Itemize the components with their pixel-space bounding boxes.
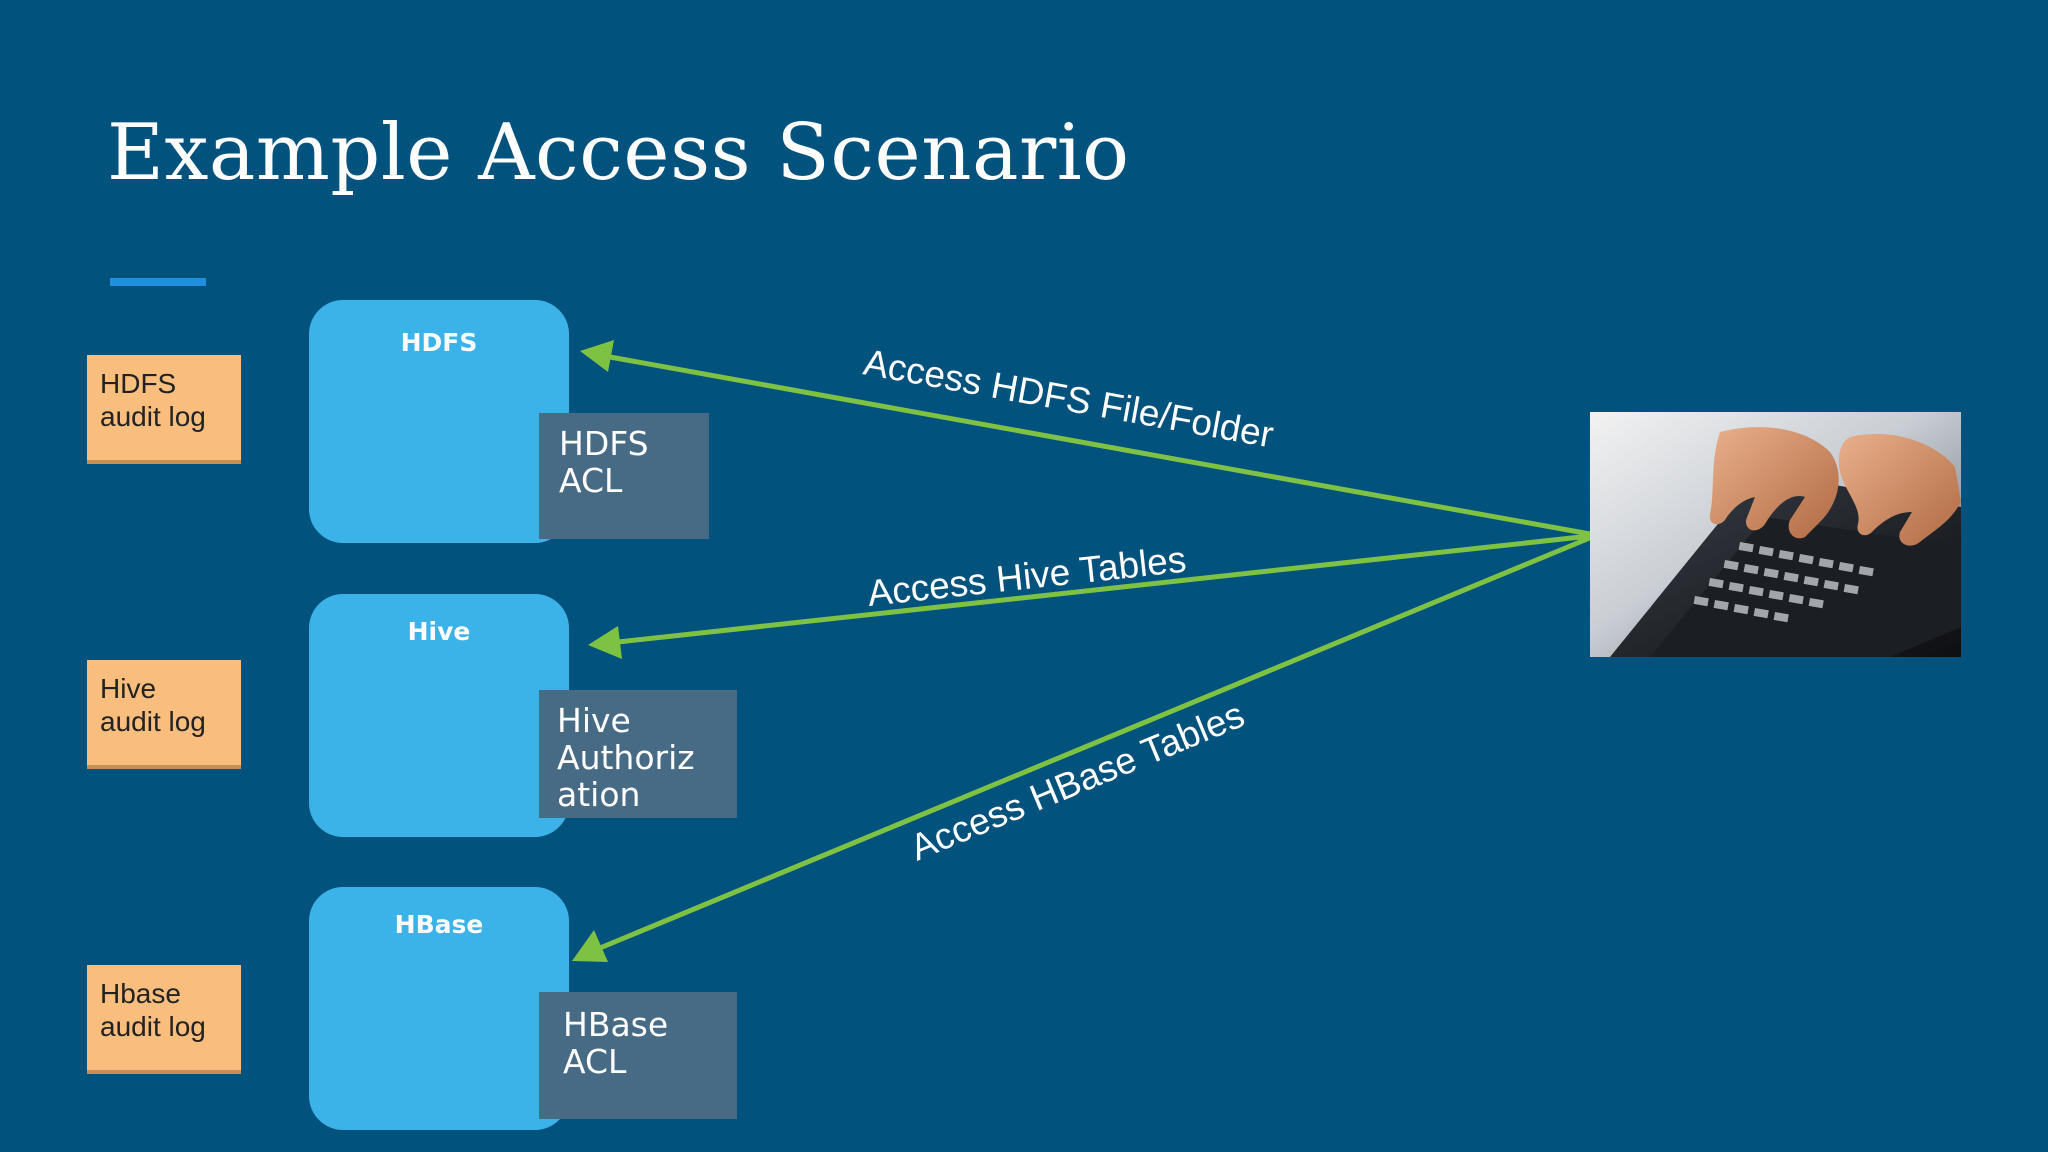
title-accent-bar [110,278,206,286]
arrow-label-hbase: Access HBase Tables [904,694,1250,869]
acl-box-hive: Hive Authoriz ation [539,690,737,818]
arrow-head-hdfs [580,340,614,372]
audit-log-hdfs: HDFS audit log [87,355,241,464]
arrow-head-hive [588,626,622,659]
service-box-hive [309,594,569,837]
service-label-hbase: HBase [394,910,484,939]
service-label-hdfs: HDFS [400,328,478,357]
arrow-head-hbase [572,930,608,962]
arrow-label-hive: Access Hive Tables [865,539,1188,614]
slide-title: Example Access Scenario [107,108,1130,198]
service-box-hbase [309,887,569,1130]
arrow-line-hbase [599,534,1593,951]
arrow-line-hive [617,533,1591,645]
acl-box-hdfs: HDFS ACL [539,413,709,539]
laptop-typing-photo [1590,412,1961,657]
audit-log-hbase: Hbase audit log [87,965,241,1074]
audit-log-hive: Hive audit log [87,660,241,769]
service-label-hive: Hive [407,617,471,646]
acl-box-hbase: HBase ACL [539,992,737,1119]
service-box-hdfs [309,300,569,543]
arrow-line-hdfs [609,354,1591,537]
